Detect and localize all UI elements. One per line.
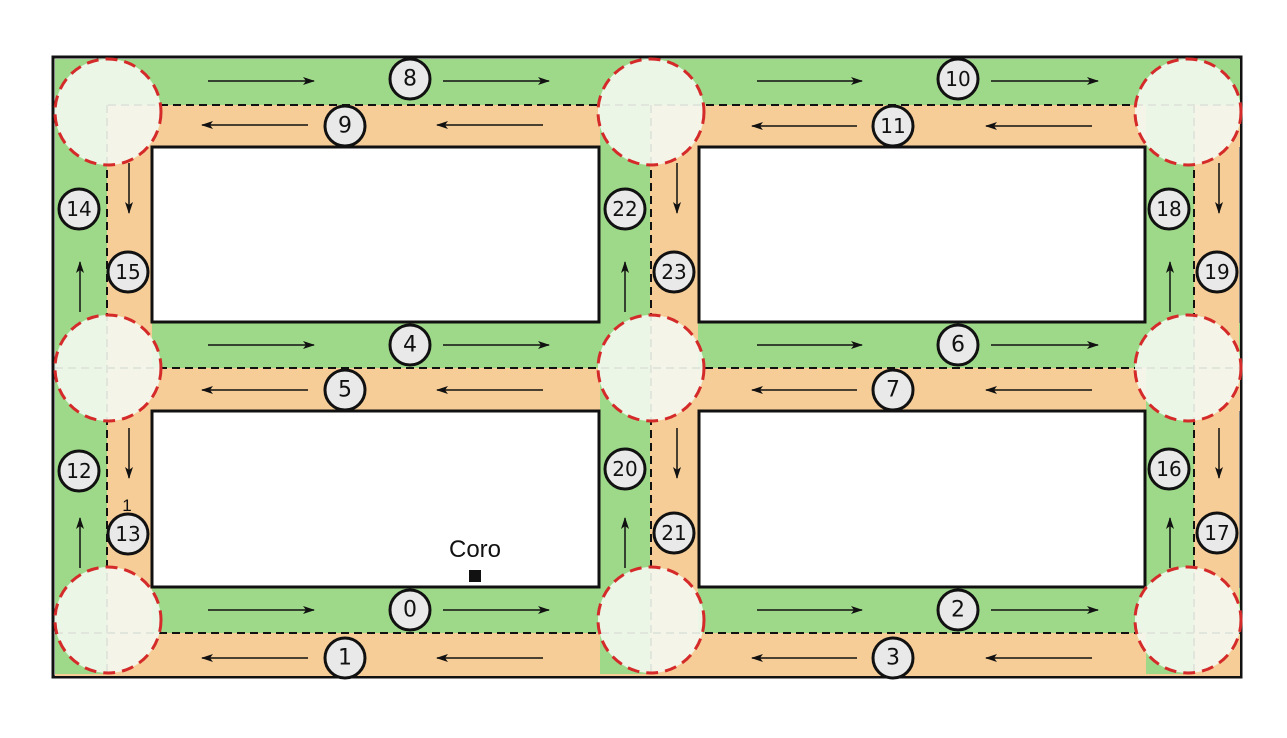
lane-badge-3: 3 bbox=[871, 636, 915, 680]
lane-badge-10: 10 bbox=[936, 57, 980, 101]
direction-arrows bbox=[76, 77, 1223, 662]
lane-badge-20: 20 bbox=[603, 447, 647, 491]
intersection-circle bbox=[596, 565, 706, 675]
lane-badge-13: 13 bbox=[106, 512, 150, 556]
lane-badge-21: 21 bbox=[652, 511, 696, 555]
lane-badge-18: 18 bbox=[1147, 187, 1191, 231]
lane-badge-label: 1 bbox=[338, 646, 352, 671]
lane-badge-label: 3 bbox=[886, 646, 900, 671]
intersection-circle bbox=[53, 313, 163, 423]
lane-badge-label: 17 bbox=[1204, 521, 1229, 545]
lane-badge-label: 21 bbox=[661, 521, 686, 545]
intersection-circle bbox=[596, 313, 706, 423]
block-top-right bbox=[697, 145, 1147, 324]
lane-badge-0: 0 bbox=[388, 588, 432, 632]
lane-badge-label: 10 bbox=[945, 67, 970, 91]
lane-badge-label: 4 bbox=[403, 333, 417, 358]
lane-badge-23: 23 bbox=[652, 250, 696, 294]
lane-badge-label: 20 bbox=[612, 457, 637, 481]
intersections bbox=[53, 57, 1243, 675]
lane-badge-15: 15 bbox=[106, 250, 150, 294]
lane-badge-1: 1 bbox=[323, 636, 367, 680]
lane-badge-19: 19 bbox=[1195, 250, 1239, 294]
lane-badge-label: 22 bbox=[612, 197, 637, 221]
coro-label: Coro bbox=[449, 536, 501, 563]
lane-badge-label: 8 bbox=[403, 67, 417, 92]
lane-badge-label: 5 bbox=[338, 378, 352, 403]
lane-badge-label: 7 bbox=[886, 378, 900, 403]
lane-badge-label: 2 bbox=[951, 598, 965, 623]
lane-badge-5: 5 bbox=[323, 368, 367, 412]
lane-badge-12: 12 bbox=[57, 449, 101, 493]
lane-badge-label: 16 bbox=[1156, 457, 1181, 481]
lane-badge-9: 9 bbox=[323, 104, 367, 148]
intersection-circle bbox=[596, 57, 706, 167]
lane-badge-label: 19 bbox=[1204, 260, 1229, 284]
block-bottom-left bbox=[150, 409, 601, 589]
city-blocks bbox=[150, 145, 1147, 589]
coro-marker-icon bbox=[469, 570, 481, 582]
lane-badge-label: 12 bbox=[66, 459, 91, 483]
lane-badge-17: 17 bbox=[1195, 511, 1239, 555]
lane-badge-label: 15 bbox=[115, 260, 140, 284]
lane-badge-6: 6 bbox=[936, 323, 980, 367]
lane-badge-14: 14 bbox=[57, 187, 101, 231]
intersection-circle bbox=[53, 565, 163, 675]
intersection-circle bbox=[1133, 57, 1243, 167]
lane-badge-label: 14 bbox=[66, 197, 91, 221]
lane-badge-7: 7 bbox=[871, 368, 915, 412]
lane-badge-8: 8 bbox=[388, 57, 432, 101]
lane-badge-2: 2 bbox=[936, 588, 980, 632]
lane-badges: 0 1 2 3 4 5 6 7 8 9 10 11 12 13 14 15 16… bbox=[57, 57, 1239, 680]
lane-badge-label: 23 bbox=[661, 260, 686, 284]
block-bottom-right bbox=[697, 409, 1147, 589]
intersection-circle bbox=[53, 57, 163, 167]
lane-badge-label: 13 bbox=[115, 522, 140, 546]
intersection-circle bbox=[1133, 565, 1243, 675]
intersection-circle bbox=[1133, 313, 1243, 423]
lane-badge-4: 4 bbox=[388, 323, 432, 367]
lane-badge-label: 9 bbox=[338, 114, 352, 139]
lane-badge-label: 6 bbox=[951, 333, 965, 358]
small-index-label: 1 bbox=[122, 496, 131, 515]
lane-badge-16: 16 bbox=[1147, 447, 1191, 491]
block-top-left bbox=[150, 145, 601, 324]
lane-badge-22: 22 bbox=[603, 187, 647, 231]
lane-badge-label: 11 bbox=[880, 114, 905, 138]
lane-badge-11: 11 bbox=[871, 104, 915, 148]
lane-badge-label: 18 bbox=[1156, 197, 1181, 221]
lane-badge-label: 0 bbox=[403, 598, 417, 623]
